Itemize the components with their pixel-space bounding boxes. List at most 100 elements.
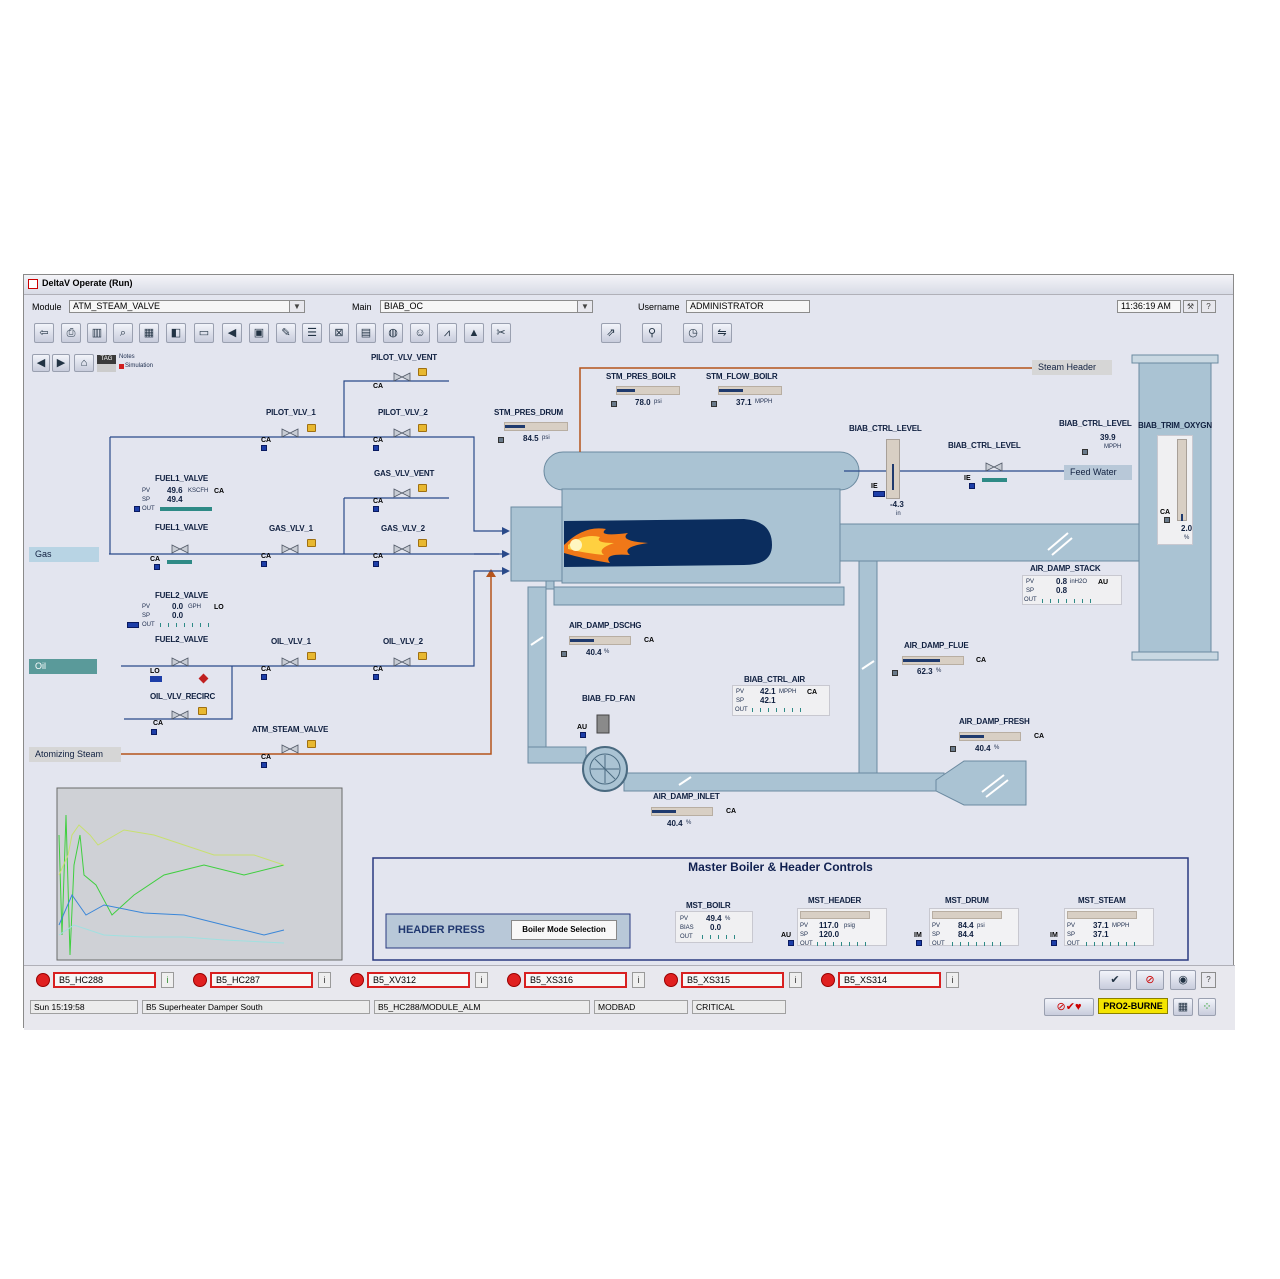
export-icon[interactable]: ⇗ <box>601 323 621 343</box>
alarm-4-info-button[interactable]: i <box>632 972 645 988</box>
oil2-tag[interactable]: OIL_VLV_2 <box>383 637 423 646</box>
air-damp-dschg-tag[interactable]: AIR_DAMP_DSCHG <box>569 621 642 630</box>
acknowledge-icon[interactable]: ✔ <box>1099 970 1131 990</box>
gas2-tag[interactable]: GAS_VLV_2 <box>381 524 425 533</box>
alarm-5-info-button[interactable]: i <box>789 972 802 988</box>
level-gauge <box>886 439 900 499</box>
alarm-5-icon[interactable] <box>664 973 678 987</box>
login-icon[interactable]: ⚒ <box>1183 300 1198 313</box>
fd-fan-tag[interactable]: BIAB_FD_FAN <box>582 694 635 703</box>
mst-header-tag[interactable]: MST_HEADER <box>808 896 862 905</box>
mst-boilr-tag[interactable]: MST_BOILR <box>686 901 731 910</box>
alarm-1-tag[interactable]: B5_HC288 <box>53 972 156 988</box>
oil-recirc-tag[interactable]: OIL_VLV_RECIRC <box>150 692 216 701</box>
screen-icon[interactable]: ⇋ <box>712 323 732 343</box>
main-dropdown-icon[interactable]: ▼ <box>577 300 593 313</box>
air-damp-stack-tag[interactable]: AIR_DAMP_STACK <box>1030 564 1101 573</box>
back-icon[interactable]: ◀ <box>222 323 242 343</box>
atm-steam-tag[interactable]: ATM_STEAM_VALVE <box>252 725 329 734</box>
nav-forward-icon[interactable]: ▶ <box>52 354 70 372</box>
gas-vent-tag[interactable]: GAS_VLV_VENT <box>374 469 435 478</box>
air-damp-inlet-tag[interactable]: AIR_DAMP_INLET <box>653 792 720 801</box>
stm-pres-boilr-tag[interactable]: STM_PRES_BOILR <box>606 372 676 381</box>
mst-steam-out-label: OUT <box>1067 941 1080 947</box>
alarm-4-tag[interactable]: B5_XS316 <box>524 972 627 988</box>
fuel1-valve-tag[interactable]: FUEL1_VALVE <box>155 523 209 532</box>
help-button[interactable]: ? <box>1201 300 1216 313</box>
folder-icon[interactable]: ▭ <box>194 323 214 343</box>
mst-header-status-icon <box>788 940 794 946</box>
air-damp-flue-value: 62.3 <box>917 667 933 676</box>
oil2-mode: CA <box>373 666 384 673</box>
oxygen-mode: CA <box>1160 509 1171 516</box>
ctrl-level-tag[interactable]: BIAB_CTRL_LEVEL <box>849 424 922 433</box>
stm-pres-drum-value: 84.5 <box>523 434 539 443</box>
users-icon[interactable]: ☺ <box>410 323 430 343</box>
mst-steam-tag[interactable]: MST_STEAM <box>1078 896 1126 905</box>
tools-icon[interactable]: ✂ <box>491 323 511 343</box>
bars-icon[interactable]: ▥ <box>87 323 107 343</box>
gas1-tag[interactable]: GAS_VLV_1 <box>269 524 313 533</box>
nav-home-icon[interactable]: ⌂ <box>74 354 94 372</box>
air-damp-fresh-tag[interactable]: AIR_DAMP_FRESH <box>959 717 1030 726</box>
print-icon[interactable]: ⎙ <box>61 323 81 343</box>
alarm-2-tag[interactable]: B5_HC287 <box>210 972 313 988</box>
alarm-3-info-button[interactable]: i <box>475 972 488 988</box>
alarm-1-info-button[interactable]: i <box>161 972 174 988</box>
fuel2-face-tag[interactable]: FUEL2_VALVE <box>155 591 209 600</box>
ctrl-level2-tag[interactable]: BIAB_CTRL_LEVEL <box>948 441 1021 450</box>
alarm-5-tag[interactable]: B5_XS315 <box>681 972 784 988</box>
air-damp-dschg-icon <box>561 651 567 657</box>
alarm-list-icon[interactable]: ☰ <box>302 323 322 343</box>
alarm-6-icon[interactable] <box>821 973 835 987</box>
nav-back-icon[interactable]: ◀ <box>32 354 50 372</box>
workstation-icon[interactable]: ▦ <box>1173 998 1193 1016</box>
clock-icon[interactable]: ◷ <box>683 323 703 343</box>
trim-oxygen-tag[interactable]: BIAB_TRIM_OXYGN <box>1138 421 1212 430</box>
exit-icon[interactable]: ⇦ <box>34 323 54 343</box>
alarm-6-tag[interactable]: B5_XS314 <box>838 972 941 988</box>
air-damp-dschg-bar <box>569 636 631 645</box>
boiler-mode-selection-button[interactable]: Boiler Mode Selection <box>511 920 617 940</box>
air-damp-flue-tag[interactable]: AIR_DAMP_FLUE <box>904 641 969 650</box>
window-icon[interactable]: ▣ <box>249 323 269 343</box>
mst-drum-tag[interactable]: MST_DRUM <box>945 896 989 905</box>
alarm-suppress-icon[interactable]: ⊘✔♥ <box>1044 998 1094 1016</box>
summary-icon[interactable]: ▤ <box>356 323 376 343</box>
filter-icon[interactable]: ◧ <box>166 323 186 343</box>
stm-flow-boilr-tag[interactable]: STM_FLOW_BOILR <box>706 372 778 381</box>
fuel2-valve-tag[interactable]: FUEL2_VALVE <box>155 635 209 644</box>
tag-button[interactable]: TAG <box>97 355 116 364</box>
chart-icon[interactable]: ▲ <box>464 323 484 343</box>
trend-icon[interactable]: ⩘ <box>437 323 457 343</box>
alarm-help-button[interactable]: ? <box>1201 972 1216 988</box>
alarm-2-info-button[interactable]: i <box>318 972 331 988</box>
stm-pres-drum-tag[interactable]: STM_PRES_DRUM <box>494 408 563 417</box>
alarm-3-tag[interactable]: B5_XV312 <box>367 972 470 988</box>
alarm-3-icon[interactable] <box>350 973 364 987</box>
trend-chart[interactable] <box>57 788 342 960</box>
ctrl-level2-status-icon <box>969 483 975 489</box>
ctrl-level2-meter-tag[interactable]: BIAB_CTRL_LEVEL <box>1059 419 1132 428</box>
alarm-6-info-button[interactable]: i <box>946 972 959 988</box>
pilot-vent-tag[interactable]: PILOT_VLV_VENT <box>371 353 437 362</box>
silence-icon[interactable]: ⊘ <box>1136 970 1164 990</box>
globe-icon[interactable]: ◍ <box>383 323 403 343</box>
alarm-filter-icon[interactable]: ⊠ <box>329 323 349 343</box>
ctrl-air-tag[interactable]: BIAB_CTRL_AIR <box>744 675 805 684</box>
search-display-icon[interactable]: ⌕ <box>113 323 133 343</box>
alarm-1-icon[interactable] <box>36 973 50 987</box>
zoom-icon[interactable]: ⚲ <box>642 323 662 343</box>
note-icon[interactable]: ✎ <box>276 323 296 343</box>
alarm-4-icon[interactable] <box>507 973 521 987</box>
area-indicator[interactable]: PRO2-BURNE <box>1098 998 1168 1014</box>
fuel1-face-tag[interactable]: FUEL1_VALVE <box>155 474 209 483</box>
alarm-2-icon[interactable] <box>193 973 207 987</box>
network-status-icon[interactable]: ⁘ <box>1198 998 1216 1016</box>
pilot2-tag[interactable]: PILOT_VLV_2 <box>378 408 428 417</box>
pilot1-tag[interactable]: PILOT_VLV_1 <box>266 408 316 417</box>
horn-icon[interactable]: ◉ <box>1170 970 1196 990</box>
grid-icon[interactable]: ▦ <box>139 323 159 343</box>
oil1-tag[interactable]: OIL_VLV_1 <box>271 637 311 646</box>
module-dropdown-icon[interactable]: ▼ <box>289 300 305 313</box>
